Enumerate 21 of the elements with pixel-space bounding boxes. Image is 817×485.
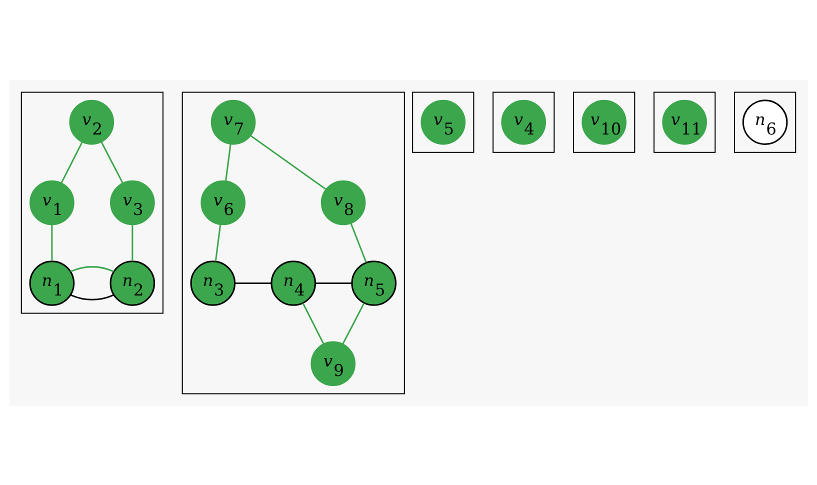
connector (70, 266, 114, 272)
connector (225, 144, 232, 181)
connector (250, 134, 326, 190)
connector (100, 141, 124, 183)
cluster (412, 91, 474, 152)
connector (315, 282, 352, 284)
cluster (182, 91, 405, 394)
cluster (654, 91, 716, 152)
connector (70, 294, 114, 300)
cluster (573, 91, 636, 152)
connector (60, 141, 83, 183)
connector (302, 302, 324, 344)
connector (350, 222, 367, 262)
cluster (492, 91, 555, 152)
connector (234, 282, 272, 284)
cluster (734, 91, 796, 152)
connector (342, 302, 365, 344)
connector (51, 224, 53, 261)
cluster (20, 91, 164, 314)
connector (214, 224, 222, 262)
connector (132, 224, 134, 261)
